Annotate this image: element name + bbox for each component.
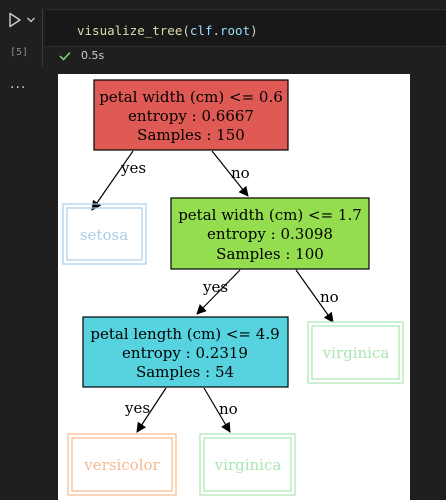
node-box <box>82 316 289 388</box>
edge-label-n3-no: no <box>219 400 238 418</box>
node-text-line: petal width (cm) <= 0.6 <box>99 88 283 106</box>
node-text-line: entropy : 0.3098 <box>207 225 333 243</box>
play-icon[interactable] <box>8 12 22 28</box>
leaf-label: versicolor <box>83 456 160 474</box>
tree-leaf-virginica-right: virginica <box>307 321 404 384</box>
tree-leaf-setosa: setosa <box>62 203 147 265</box>
node-text-line: Samples : 100 <box>216 245 324 263</box>
code-function: visualize_tree <box>77 23 183 38</box>
execution-time: 0.5s <box>81 49 105 62</box>
node-text-line: entropy : 0.2319 <box>122 344 248 362</box>
edge-n2-virginica <box>295 269 334 323</box>
node-text-line: Samples : 54 <box>136 363 234 381</box>
edge-label-n3-yes: yes <box>124 399 150 417</box>
node-box <box>93 79 289 151</box>
leaf-box-inner <box>66 207 143 261</box>
leaf-box-outer <box>62 203 147 265</box>
run-cell-button[interactable] <box>8 10 40 30</box>
tree-leaf-virginica-bottom: virginica <box>199 433 296 496</box>
leaf-label: virginica <box>322 344 390 362</box>
execution-count: [5] <box>10 47 29 58</box>
chevron-down-icon[interactable] <box>26 15 36 25</box>
edge-label-root-yes: yes <box>120 159 146 177</box>
leaf-box-inner <box>203 437 292 492</box>
edge-n2-n3 <box>196 269 241 315</box>
node-text-line: entropy : 0.6667 <box>128 107 254 125</box>
edge-root-setosa <box>91 150 134 211</box>
leaf-label: virginica <box>214 456 282 474</box>
node-text-line: petal width (cm) <= 1.7 <box>178 206 362 224</box>
cell-status: 0.5s <box>59 49 104 62</box>
tree-node-petal-length-4-9: petal length (cm) <= 4.9 entropy : 0.231… <box>82 316 289 388</box>
node-box <box>170 197 370 270</box>
edge-label-root-no: no <box>231 164 250 182</box>
node-text-line: petal length (cm) <= 4.9 <box>90 325 279 343</box>
cell-gutter: [5] ... <box>0 0 44 500</box>
leaf-box-inner <box>311 325 400 380</box>
leaf-box-outer <box>67 433 177 496</box>
decision-tree-graph: yes no yes no yes no petal width (cm) <=… <box>62 79 404 496</box>
leaf-label: setosa <box>80 226 128 244</box>
check-icon <box>59 51 71 61</box>
code-cell[interactable]: visualize_tree(clf.root) 0.5s <box>42 9 446 66</box>
edge-root-n2 <box>211 150 249 197</box>
code-line[interactable]: visualize_tree(clf.root) <box>77 23 258 38</box>
output-more-button[interactable]: ... <box>10 76 27 92</box>
node-text-line: Samples : 150 <box>137 126 245 144</box>
code-attr: root <box>220 23 251 38</box>
leaf-box-inner <box>71 437 173 492</box>
code-dot: . <box>212 23 220 38</box>
edge-label-n2-no: no <box>320 288 339 306</box>
code-paren-open: ( <box>182 23 190 38</box>
leaf-box-outer <box>307 321 404 384</box>
edge-label-n2-yes: yes <box>202 278 228 296</box>
tree-node-root: petal width (cm) <= 0.6 entropy : 0.6667… <box>93 79 289 151</box>
edge-n3-versicolor <box>136 387 167 433</box>
code-arg: clf <box>189 23 213 38</box>
leaf-box-outer <box>199 433 296 496</box>
edge-n3-virginica <box>203 387 231 433</box>
tree-node-petal-width-1-7: petal width (cm) <= 1.7 entropy : 0.3098… <box>170 197 370 270</box>
code-paren-close: ) <box>250 23 258 38</box>
cell-output: yes no yes no yes no petal width (cm) <=… <box>58 74 410 500</box>
code-editor[interactable]: visualize_tree(clf.root) <box>45 9 446 47</box>
tree-leaf-versicolor: versicolor <box>67 433 177 496</box>
